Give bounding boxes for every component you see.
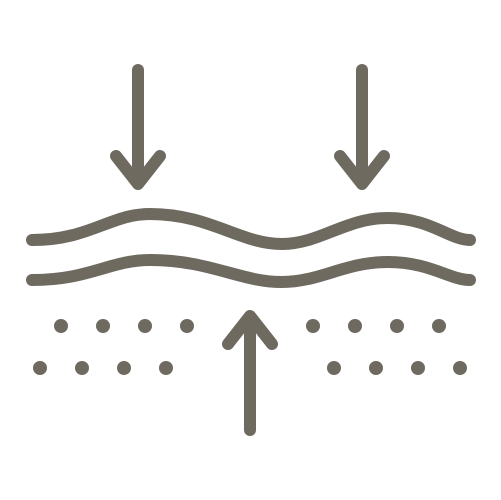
dot [306, 319, 320, 333]
dot [327, 361, 341, 375]
dot [411, 361, 425, 375]
dot [453, 361, 467, 375]
dot [96, 319, 110, 333]
up-arrow-icon [222, 310, 278, 436]
dot [33, 361, 47, 375]
dot [75, 361, 89, 375]
dot [180, 319, 194, 333]
dot-grid [33, 319, 467, 375]
wave-line [26, 208, 476, 250]
dot [369, 361, 383, 375]
wave-line [26, 254, 476, 288]
dot [390, 319, 404, 333]
dot [348, 319, 362, 333]
dot [117, 361, 131, 375]
dot [432, 319, 446, 333]
down-arrow-icon [110, 64, 166, 190]
down-arrow-icon [334, 64, 390, 190]
dot [138, 319, 152, 333]
dot [159, 361, 173, 375]
dot [54, 319, 68, 333]
